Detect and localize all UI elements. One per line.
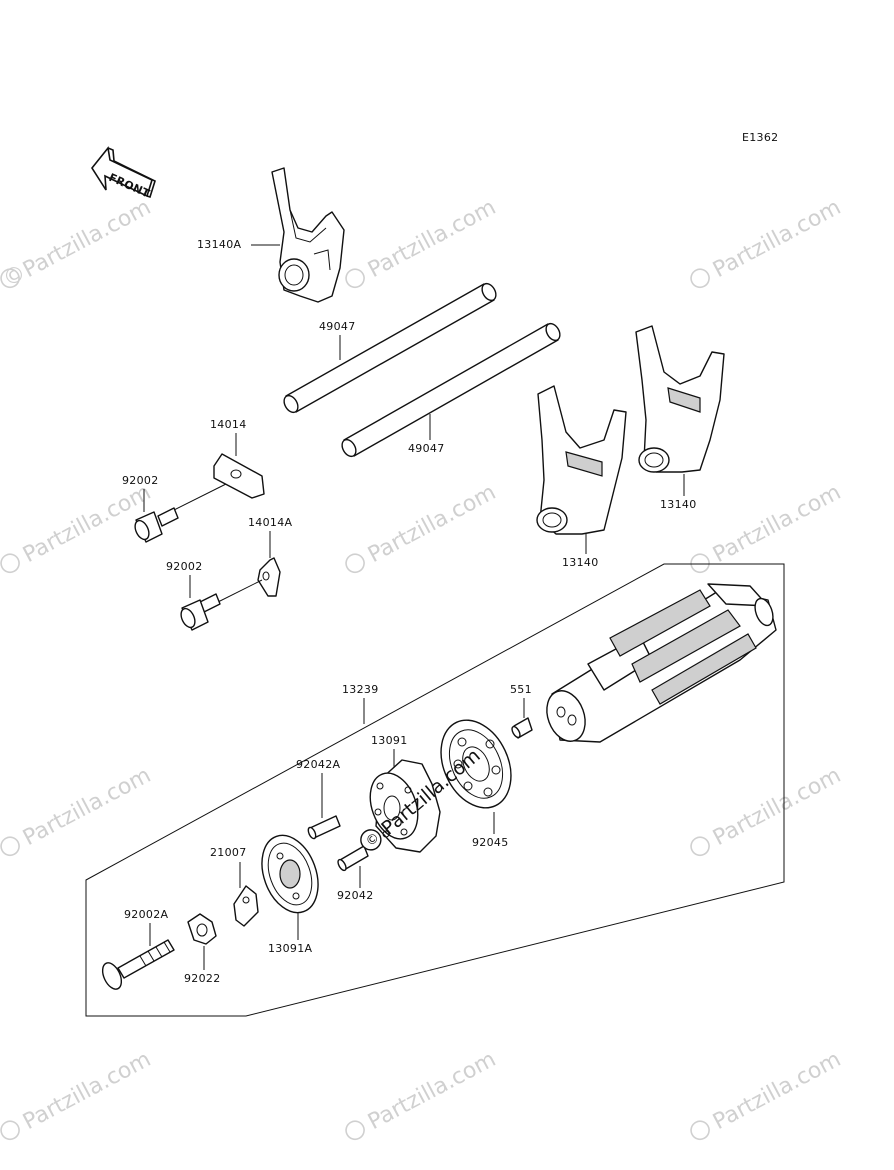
watermark-text: Partzilla.com bbox=[19, 480, 155, 568]
label-92022: 92022 bbox=[184, 972, 221, 985]
plate-14014 bbox=[213, 453, 265, 499]
watermark-text: Partzilla.com bbox=[364, 195, 500, 283]
label-13140-right: 13140 bbox=[660, 498, 697, 511]
label-92042: 92042 bbox=[337, 889, 374, 902]
label-92002-top: 92002 bbox=[122, 474, 159, 487]
bolt-92002a bbox=[101, 939, 175, 990]
shift-drum-13239 bbox=[546, 583, 777, 743]
front-arrow-icon: FRONT bbox=[91, 146, 156, 201]
watermark-text: Partzilla.com bbox=[19, 195, 155, 283]
label-49047-lower: 49047 bbox=[408, 442, 445, 455]
label-14014a: 14014A bbox=[248, 516, 292, 529]
pin-551 bbox=[511, 717, 533, 739]
diagram-code: E1362 bbox=[742, 131, 778, 144]
label-49047-upper: 49047 bbox=[319, 320, 356, 333]
watermark-text: Partzilla.com bbox=[364, 480, 500, 568]
bearing-92045 bbox=[440, 719, 512, 809]
nut-92022 bbox=[187, 913, 217, 945]
shift-shaft-lower bbox=[341, 322, 561, 458]
label-13091a: 13091A bbox=[268, 942, 312, 955]
bolt-92002-top bbox=[134, 483, 227, 543]
stopper-21007 bbox=[233, 885, 259, 927]
label-14014: 14014 bbox=[210, 418, 247, 431]
pin-92042a bbox=[307, 815, 341, 840]
assembly-frame bbox=[85, 563, 785, 1017]
plate-14014a bbox=[257, 557, 281, 597]
label-21007: 21007 bbox=[210, 846, 247, 859]
label-92002a: 92002A bbox=[124, 908, 168, 921]
shift-fork-13140-right bbox=[635, 325, 725, 473]
watermark-text: Partzilla.com bbox=[709, 763, 845, 851]
watermark-text: Partzilla.com bbox=[364, 1047, 500, 1135]
shift-fork-13140a bbox=[271, 167, 345, 303]
watermark-text: Partzilla.com bbox=[19, 1047, 155, 1135]
label-92042a: 92042A bbox=[296, 758, 340, 771]
label-551: 551 bbox=[510, 683, 532, 696]
label-92002-bottom: 92002 bbox=[166, 560, 203, 573]
shift-fork-13140-center bbox=[536, 385, 627, 535]
watermark-text: Partzilla.com bbox=[709, 480, 845, 568]
label-13140a: 13140A bbox=[197, 238, 241, 251]
holder-13091 bbox=[369, 759, 441, 853]
watermark-text: Partzilla.com bbox=[19, 763, 155, 851]
watermark-text: Partzilla.com bbox=[709, 1047, 845, 1135]
pin-92042 bbox=[337, 845, 369, 872]
label-13140-center: 13140 bbox=[562, 556, 599, 569]
bolt-92002-bottom bbox=[180, 579, 263, 631]
watermark-text: Partzilla.com bbox=[709, 195, 845, 283]
label-13239: 13239 bbox=[342, 683, 379, 696]
shift-shaft-upper bbox=[283, 282, 497, 414]
label-92045: 92045 bbox=[472, 836, 509, 849]
plate-13091a bbox=[261, 834, 319, 914]
label-13091: 13091 bbox=[371, 734, 408, 747]
